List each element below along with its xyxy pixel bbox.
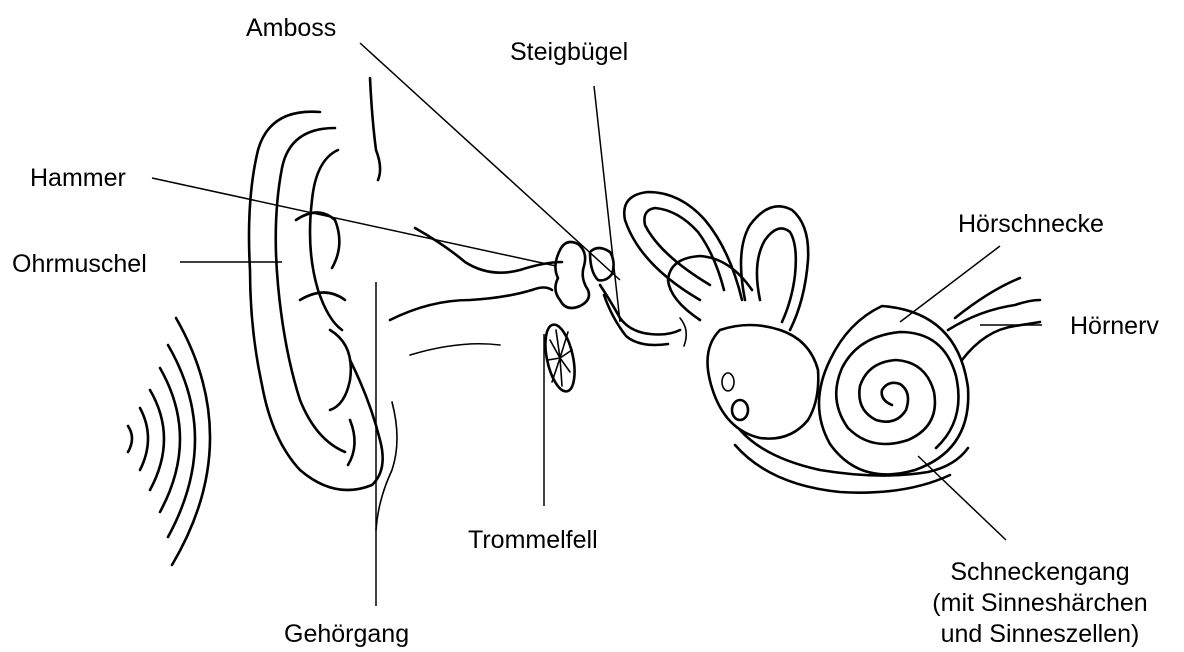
ear-canal-floor: [410, 344, 500, 355]
ear-canal-drawing: [390, 228, 562, 355]
leader-lines: [152, 43, 1042, 606]
sound-wave-6: [172, 318, 210, 565]
label-hoernerv: Hörnerv: [1070, 312, 1159, 340]
auricle-antihelix: [310, 150, 342, 330]
leader-hoerschnecke: [900, 246, 1000, 322]
stirrup-footplate: [680, 318, 686, 346]
canal-posterior-outer: [741, 206, 808, 330]
auricle-outer-rim: [249, 112, 383, 490]
oval-window: [732, 400, 748, 420]
label-schneckengang-line1: Schneckengang: [950, 558, 1129, 586]
auricle-concha: [330, 330, 351, 410]
auricle-drawing: [249, 112, 383, 490]
leader-hammer: [152, 178, 556, 266]
auricle-helix-inner: [276, 128, 345, 452]
label-steigbuegel: Steigbügel: [510, 38, 628, 66]
canal-anterior-outer: [624, 192, 742, 300]
auditory-nerve-drawing: [948, 278, 1040, 360]
head-contour-lower: [376, 402, 397, 530]
sound-wave-1: [128, 426, 132, 452]
label-hoerschnecke: Hörschnecke: [958, 210, 1104, 238]
sound-wave-2: [140, 408, 148, 470]
sound-wave-5: [168, 345, 195, 537]
canal-anterior-inner: [644, 208, 724, 290]
cochlear-duct-lower: [740, 430, 968, 476]
cochlea-spiral: [836, 332, 958, 448]
cochlea-outer-shell: [819, 306, 968, 474]
eardrum-drawing: [540, 322, 580, 394]
ossicles-drawing: [555, 242, 686, 346]
leader-steigbuegel: [594, 86, 620, 322]
label-schneckengang-line2: (mit Sinneshärchen: [932, 589, 1147, 617]
head-contour-upper: [370, 78, 380, 180]
stirrup-bone: [600, 285, 680, 335]
label-ohrmuschel: Ohrmuschel: [12, 250, 147, 278]
auricle-lobe-fold: [348, 420, 355, 465]
canal-posterior-inner: [757, 228, 796, 322]
label-gehoergang: Gehörgang: [284, 620, 409, 647]
semicircular-canals-drawing: [624, 192, 818, 439]
leader-amboss: [360, 43, 620, 280]
label-hammer: Hammer: [30, 164, 126, 192]
vestibule: [708, 325, 819, 439]
cochlea-drawing: [735, 306, 968, 493]
hammer-bone: [555, 242, 589, 308]
stirrup-bone-lower: [604, 295, 668, 345]
round-window: [722, 373, 734, 391]
auricle-fold-1: [296, 213, 339, 269]
label-amboss: Amboss: [246, 14, 336, 42]
ear-canal-lower-wall: [390, 288, 552, 321]
nerve-lower: [962, 322, 1040, 360]
label-schneckengang-line3: und Sinneszellen): [941, 620, 1140, 647]
sound-wave-3: [150, 390, 164, 490]
ear-canal-upper-wall: [415, 228, 562, 273]
leader-schneckengang: [918, 456, 1006, 540]
sound-waves: [128, 318, 210, 565]
label-trommelfell: Trommelfell: [468, 526, 598, 554]
